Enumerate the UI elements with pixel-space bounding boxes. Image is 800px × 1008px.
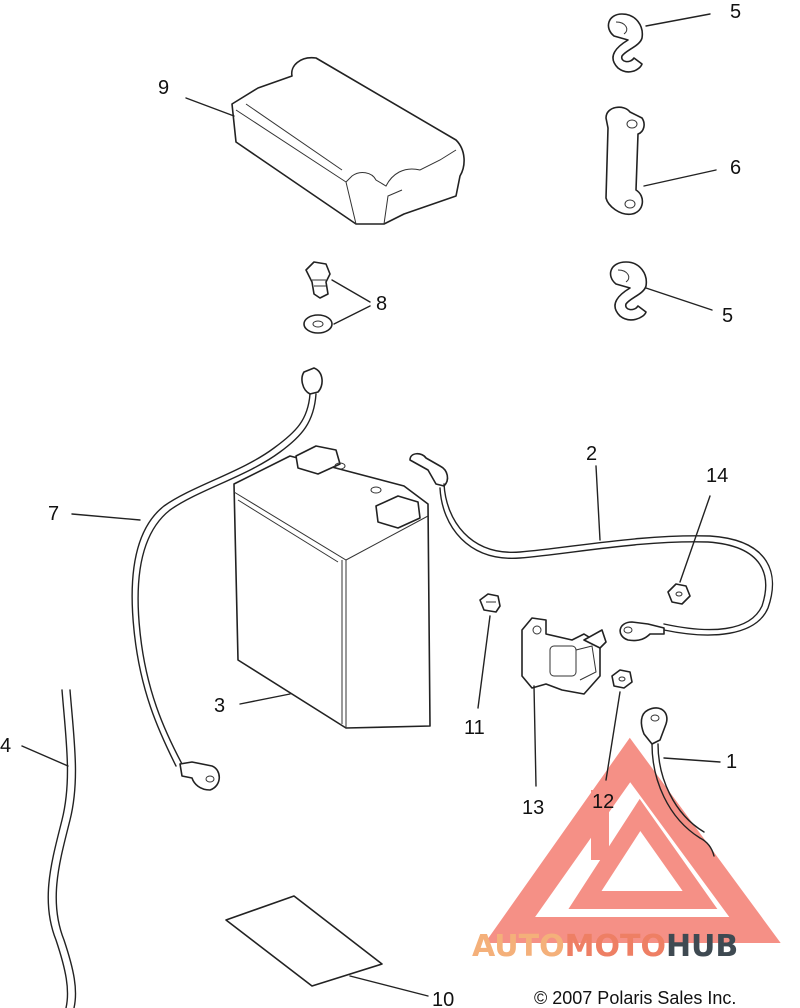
callout-13: 13 xyxy=(522,797,544,819)
callout-4: 4 xyxy=(0,735,11,757)
callout-7: 7 xyxy=(48,503,59,525)
clip-part-5-top xyxy=(607,13,711,73)
callout-5-bottom: 5 xyxy=(722,305,733,327)
battery-cover-part-9 xyxy=(185,56,465,225)
watermark-auto: AUTO xyxy=(472,929,565,964)
cable-part-7 xyxy=(71,367,323,791)
callout-8: 8 xyxy=(376,293,387,315)
watermark-logo xyxy=(484,737,781,943)
watermark-hub: HUB xyxy=(666,929,738,964)
harness-part-4 xyxy=(21,689,77,1008)
clip-part-5-bottom xyxy=(609,261,713,321)
nut-part-14 xyxy=(667,495,711,605)
watermark-text: AUTOMOTOHUB xyxy=(472,929,738,964)
callout-1: 1 xyxy=(726,751,737,773)
callout-11: 11 xyxy=(464,717,485,739)
bolt-washer-part-8 xyxy=(303,261,371,334)
callout-14: 14 xyxy=(706,465,728,487)
label-part-10 xyxy=(225,895,429,997)
nut-part-12 xyxy=(605,669,633,781)
copyright-text: © 2007 Polaris Sales Inc. xyxy=(534,988,736,1008)
strap-part-6 xyxy=(605,106,717,216)
ground-cable-part-1 xyxy=(640,707,721,857)
callout-3: 3 xyxy=(214,695,225,717)
callout-6: 6 xyxy=(730,157,741,179)
solenoid-part-13 xyxy=(521,617,607,787)
callout-9: 9 xyxy=(158,77,169,99)
callout-2: 2 xyxy=(586,443,597,465)
watermark-moto: MOTO xyxy=(565,929,666,964)
bolt-part-11 xyxy=(477,593,501,709)
callout-10: 10 xyxy=(432,989,454,1008)
battery-part-3 xyxy=(233,445,431,729)
callout-12: 12 xyxy=(592,791,614,813)
callout-5-top: 5 xyxy=(730,1,741,23)
